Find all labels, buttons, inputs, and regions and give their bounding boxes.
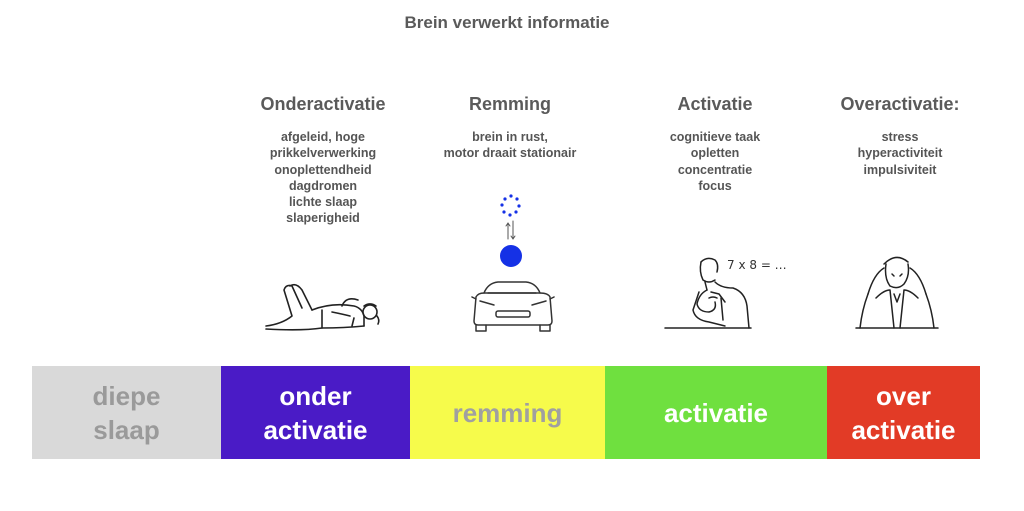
- column-overactivatie: Overactivatie: stress hyperactiviteit im…: [800, 93, 1000, 178]
- description-line: focus: [698, 178, 732, 193]
- description-line: hyperactiviteit: [857, 146, 943, 161]
- description-line: dagdromen: [288, 178, 358, 193]
- column-heading: Overactivatie:: [840, 94, 960, 114]
- column-heading: Activatie: [677, 94, 753, 114]
- idle-engine-illustration: [470, 193, 560, 338]
- idle-ball-icon: [500, 245, 522, 267]
- description-line: prikkelverwerking: [269, 146, 377, 161]
- description-line: concentratie: [677, 162, 753, 177]
- math-bubble-text: 7 x 8 = …: [727, 258, 787, 272]
- description-line: impulsiviteit: [863, 162, 937, 177]
- segment-label-line: activatie: [851, 414, 956, 445]
- description-line: slaperigheid: [286, 211, 360, 226]
- up-down-arrow-icon: [505, 220, 516, 240]
- person-lying-icon: [262, 276, 386, 334]
- description-line: brein in rust,: [472, 130, 548, 144]
- column-description: brein in rust, motor draait stationair: [410, 129, 610, 162]
- column-remming: Remming brein in rust, motor draait stat…: [410, 93, 610, 162]
- thinking-person-icon: [663, 252, 753, 332]
- scale-segment-remming: remming: [410, 366, 605, 459]
- car-icon: [471, 281, 555, 332]
- column-description: afgeleid, hoge prikkelverwerking onoplet…: [223, 129, 423, 227]
- description-line: opletten: [690, 146, 740, 161]
- diagram-title: Brein verwerkt informatie: [404, 13, 610, 32]
- segment-label-line: slaap: [93, 414, 160, 445]
- description-line: onoplettendheid: [274, 162, 372, 177]
- description-line: lichte slaap: [288, 195, 358, 210]
- segment-label-line: over: [876, 380, 931, 411]
- column-description: cognitieve taak opletten concentratie fo…: [615, 129, 815, 194]
- ring-of-dots-icon: [500, 194, 521, 217]
- column-heading: Onderactivatie: [260, 94, 386, 114]
- column-activatie: Activatie cognitieve taak opletten conce…: [615, 93, 815, 194]
- segment-label-line: activatie: [263, 414, 368, 445]
- description-line: motor draait stationair: [443, 146, 577, 161]
- stressed-person-icon: [854, 250, 940, 332]
- column-description: stress hyperactiviteit impulsiviteit: [800, 129, 1000, 178]
- segment-label-line: onder: [279, 380, 352, 411]
- scale-segment-activatie: activatie: [605, 366, 827, 459]
- segment-label-line: activatie: [663, 397, 769, 428]
- description-line: stress: [881, 130, 919, 144]
- description-line: afgeleid, hoge: [280, 130, 366, 144]
- column-onderactivatie: Onderactivatie afgeleid, hoge prikkelver…: [223, 93, 423, 227]
- segment-label-line: diepe: [92, 380, 161, 411]
- column-heading: Remming: [468, 94, 551, 114]
- description-line: cognitieve taak: [669, 130, 761, 144]
- segment-label-line: remming: [452, 397, 563, 428]
